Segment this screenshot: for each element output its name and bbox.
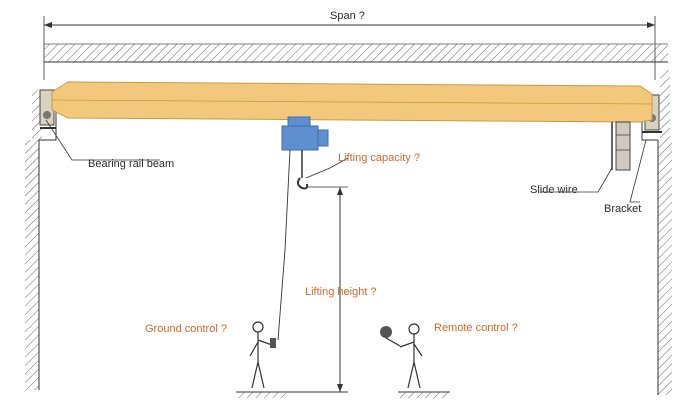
main-girder [51, 81, 653, 123]
slide-wire-bracket [611, 121, 631, 171]
pendant-cable [277, 149, 291, 341]
lifting-height-dimension [308, 186, 348, 392]
bracket-leader [629, 139, 647, 203]
bearing-rail-beam-label: Bearing rail beam [88, 158, 175, 170]
bearing-rail-beam-left [39, 89, 56, 129]
bearing-rail-beam-leader [45, 119, 160, 161]
electric-hoist [281, 116, 329, 190]
operator-remote-control [380, 323, 423, 389]
bracket-label: Bracket [604, 203, 642, 215]
left-wall [25, 90, 57, 390]
right-wall [641, 70, 672, 395]
slide-wire-leader [540, 167, 613, 193]
lifting-height-label: Lifting height ? [305, 286, 377, 298]
remote-control-label: Remote control ? [434, 322, 518, 334]
lifting-capacity-label: Lifting capacity ? [338, 152, 420, 164]
ceiling [44, 43, 668, 63]
ground-control-label: Ground control ? [145, 323, 227, 335]
floor [236, 391, 450, 398]
slide-wire-label: Slide wire [530, 184, 578, 196]
operator-ground-control [249, 321, 276, 389]
span-label: Span ? [330, 10, 365, 22]
lifting-capacity-leader [305, 157, 349, 179]
